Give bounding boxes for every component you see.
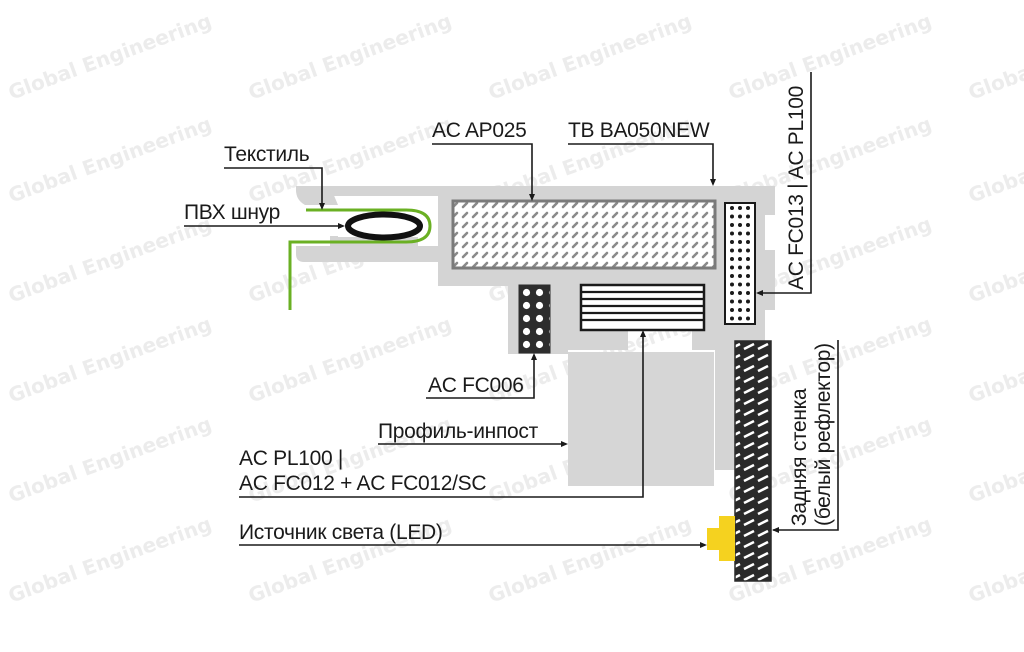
ac-fc006-strip [518,284,551,354]
textile-fabric [288,208,432,310]
ac-ap025-insert [451,199,717,270]
label-ac-fc013-pl100: AC FC013 | AC PL100 [785,85,808,290]
pvc-cord [345,211,423,241]
label-ac-pl100-line1: AC PL100 | [239,447,344,470]
led-source [707,516,735,561]
label-back-wall-line2: (белый рефлектор) [812,343,835,526]
label-ac-pl100-line2: AC FC012 + AC FC012/SC [239,472,487,495]
label-ac-fc006: AC FC006 [428,374,524,397]
label-back-wall-line1: Задняя стенка [788,388,811,526]
label-pvc-cord: ПВХ шнур [184,201,281,224]
label-tb-ba050new: TB BA050NEW [568,119,710,142]
back-wall-reflector [734,340,772,582]
label-led-source: Источник света (LED) [239,521,443,544]
ac-fc013-strip [724,202,756,325]
label-ac-ap025: AC AP025 [432,119,527,142]
leader-lines [184,72,839,546]
ac-pl100-lines [581,290,704,322]
label-profile-impost: Профиль-инпост [378,420,538,443]
label-textile: Текстиль [224,143,310,166]
arrowheads [319,179,779,548]
